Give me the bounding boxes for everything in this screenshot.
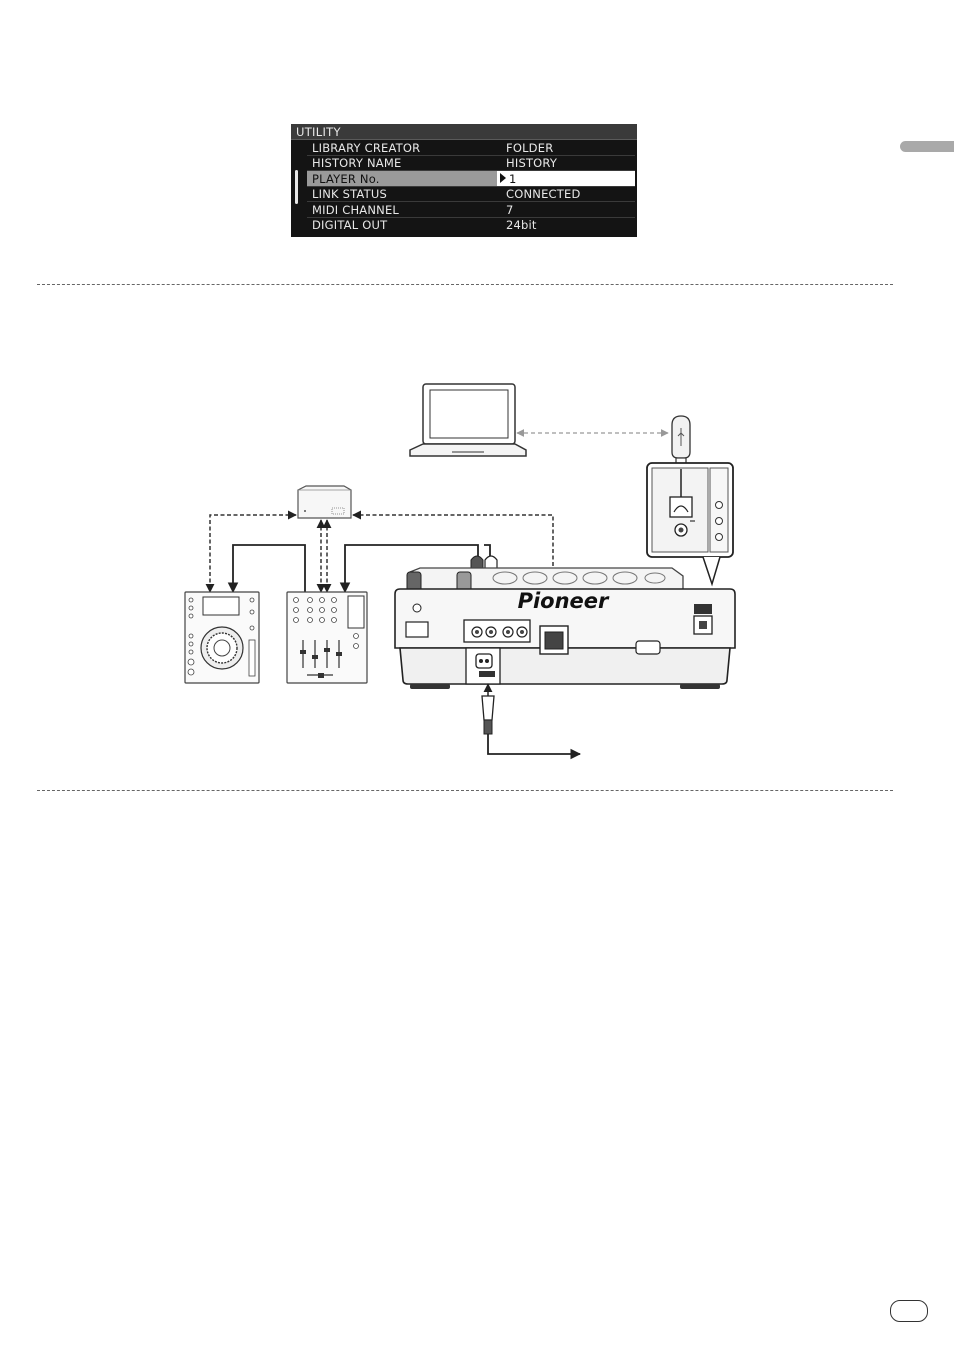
dj-player-unit	[185, 592, 259, 683]
dj-mixer-unit	[287, 592, 367, 683]
laptop-computer	[410, 384, 526, 456]
usb-flash-drive	[672, 416, 690, 469]
usb-port-inset	[647, 463, 733, 584]
pioneer-logo: Pioneer	[518, 589, 610, 613]
page-number-badge	[890, 1300, 928, 1322]
network-hub	[298, 486, 351, 518]
power-cable	[482, 684, 580, 754]
main-player-rear-view: Pioneer	[395, 568, 735, 689]
